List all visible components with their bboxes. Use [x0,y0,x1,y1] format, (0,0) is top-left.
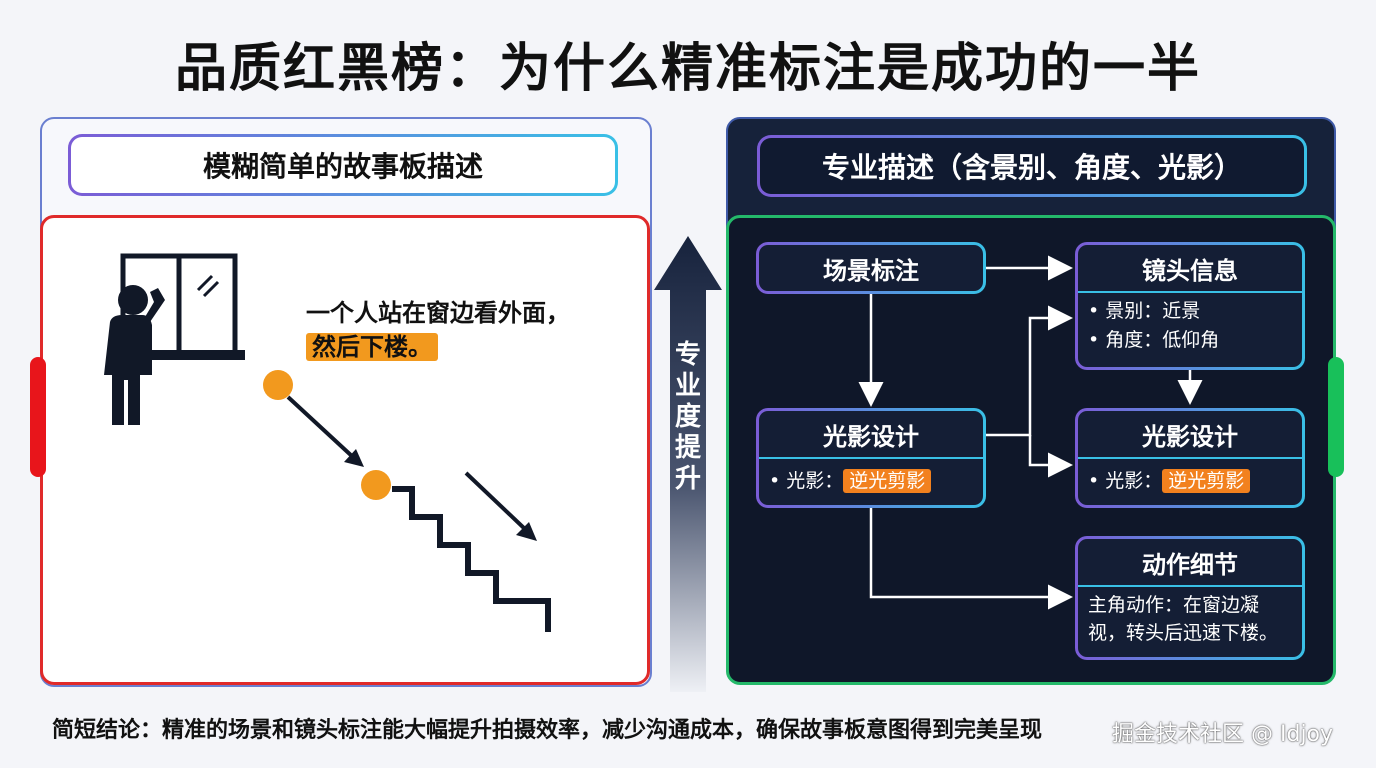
upgrade-label-char: 提 [674,433,701,463]
lighting-design-node-right: 光影设计 • 光影：逆光剪影 [1075,408,1305,508]
lens-info-title: 镜头信息 [1142,256,1238,285]
camera-angle-value: 低仰角 [1162,329,1220,351]
upgrade-label-char: 专 [674,340,701,370]
page-title: 品质红黑榜：为什么精准标注是成功的一半 [174,38,1201,99]
action-detail-node: 动作细节 主角动作：在窗边凝 视，转头后迅速下楼。 [1075,536,1305,660]
upgrade-label-char: 升 [674,464,701,494]
node-divider [759,457,983,459]
left-panel-header: 模糊简单的故事板描述 [68,134,618,196]
node-divider [1078,457,1302,459]
vague-description-line2: 然后下楼。 [306,333,438,361]
green-side-tab [1328,357,1344,477]
conclusion-text: 简短结论：精准的场景和镜头标注能大幅提升拍摄效率，减少沟通成本，确保故事板意图得… [52,718,1043,743]
lighting-design-title: 光影设计 [823,422,919,451]
scene-annotation-node: 场景标注 [756,242,986,294]
action-detail-title: 动作细节 [1142,550,1238,579]
action-detail-line2: 视，转头后迅速下楼。 [1088,622,1279,644]
lighting-label: • 光影： [769,470,844,492]
lighting-design-node-left: 光影设计 • 光影：逆光剪影 [756,408,986,508]
vague-description: 一个人站在窗边看外面， 然后下楼。 [306,296,570,364]
camera-angle-label: • 角度： [1088,329,1163,351]
right-panel-header: 专业描述（含景别、角度、光影） [757,135,1307,197]
watermark: 掘金技术社区 @ Idjoy [1112,722,1334,747]
lighting-design-title: 光影设计 [1142,422,1238,451]
lighting-value: 逆光剪影 [1162,469,1251,493]
node-divider [1078,291,1302,293]
left-panel-content [40,215,650,685]
lighting-label: • 光影： [1088,470,1163,492]
upgrade-arrow-icon [654,236,722,692]
shot-size-value: 近景 [1162,300,1201,322]
action-detail-line1: 主角动作：在窗边凝 [1088,594,1260,616]
vague-description-line1: 一个人站在窗边看外面， [306,299,570,327]
lighting-value: 逆光剪影 [843,469,932,493]
red-side-tab [30,357,46,477]
upgrade-label-char: 度 [674,402,701,432]
lens-info-node: 镜头信息 • 景别：近景 • 角度：低仰角 [1075,242,1305,370]
shot-size-label: • 景别： [1088,300,1163,322]
upgrade-label-char: 业 [674,371,701,401]
node-divider [1078,585,1302,587]
upgrade-label: 专 业 度 提 升 [670,340,706,495]
scene-annotation-title: 场景标注 [823,256,919,285]
